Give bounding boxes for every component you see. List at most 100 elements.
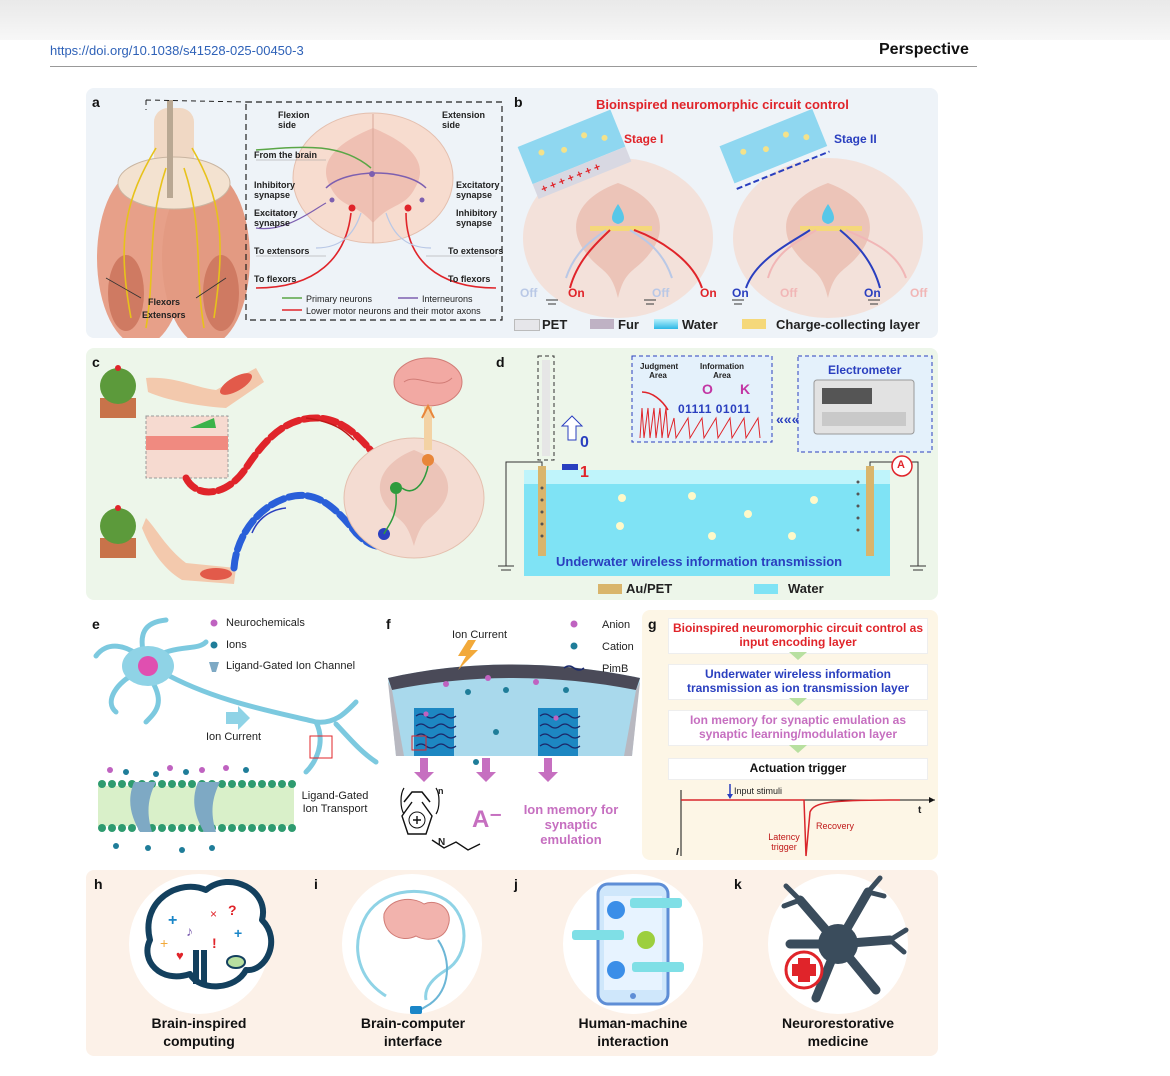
stage2-right-off: Off — [910, 286, 928, 300]
legend-lower-motor-neurons: Lower motor neurons and their motor axon… — [306, 306, 481, 316]
panel-b-title: Bioinspired neuromorphic circuit control — [596, 97, 849, 112]
excitatory-synapse-left-label: Excitatory synapse — [254, 208, 298, 228]
panel-b: b Bioinspired neuromorphic circuit contr… — [506, 88, 938, 338]
flexion-side-label: Flexion side — [278, 110, 310, 130]
anion-symbol: A⁻ — [472, 806, 502, 833]
panel-b-illustration: + + + + + + + — [517, 108, 923, 318]
panel-e-illustration — [93, 617, 379, 853]
panel-a-illustration — [97, 99, 503, 338]
inhibitory-synapse-right-label: Inhibitory synapse — [456, 208, 497, 228]
to-flexors-left-label: To flexors — [254, 274, 297, 284]
legend-water-d: Water — [788, 581, 824, 596]
from-brain-label: From the brain — [254, 150, 318, 160]
panel-g-label: g — [648, 616, 657, 632]
letter-o: O — [702, 381, 713, 397]
legend-primary-neurons: Primary neurons — [306, 294, 373, 304]
ligand-gated-transport-label: Ligand-Gated Ion Transport — [301, 790, 369, 815]
extensors-label: Extensors — [142, 310, 186, 320]
repeat-unit-n: n — [438, 786, 444, 796]
panel-i-label: i — [314, 876, 318, 892]
cactus-bottom — [100, 505, 136, 558]
ammeter-label: A — [897, 459, 905, 471]
legend-pet: PET — [542, 317, 568, 332]
panel-b-label: b — [514, 94, 523, 110]
legend-water-swatch-d — [754, 584, 778, 594]
flow-box-actuation-trigger: Actuation trigger — [668, 758, 928, 780]
legend-water-swatch — [654, 319, 678, 329]
to-extensors-right-label: To extensors — [448, 246, 504, 256]
legend-fur-swatch — [590, 319, 614, 329]
legend-aupet-swatch — [598, 584, 622, 594]
spinal-cord-cross-section — [292, 112, 454, 244]
panel-f-label: f — [386, 616, 391, 632]
panel-h-label: h — [94, 876, 103, 892]
flexors-label: Flexors — [148, 297, 181, 307]
panel-f-illustration — [388, 640, 640, 851]
nitrogen-label: N — [438, 837, 446, 848]
stage1-left-on: On — [568, 286, 585, 300]
legend-aupet: Au/PET — [626, 581, 673, 596]
panel-d: d ««« J — [492, 348, 938, 600]
panel-d-illustration: ««« — [498, 355, 933, 576]
panel-c-illustration — [100, 357, 485, 584]
panel-c-label: c — [92, 354, 100, 370]
panel-j-label: j — [514, 876, 518, 892]
judgment-area-label: Judgment Area — [640, 362, 679, 380]
section-title: Perspective — [879, 41, 969, 58]
legend-fur: Fur — [618, 317, 639, 332]
panel-a-label: a — [92, 94, 100, 110]
caption-brain-computer-interface: Brain-computer interface — [360, 1015, 466, 1049]
underwater-transmission-title: Underwater wireless information transmis… — [556, 554, 843, 569]
stage1-left-off: Off — [520, 286, 538, 300]
ion-memory-label: Ion memory for synaptic emulation — [523, 802, 619, 847]
legend-charge-collecting-layer: Charge-collecting layer — [776, 317, 920, 332]
electrometer-label: Electrometer — [828, 363, 902, 377]
bit-one-label: 1 — [580, 464, 589, 481]
leg-muscles-illustration — [97, 100, 250, 338]
stage2-right-on: On — [864, 286, 881, 300]
legend-interneurons: Interneurons — [422, 294, 473, 304]
ion-current-label-f: Ion Current — [452, 629, 508, 641]
panel-a: a — [86, 88, 506, 338]
stage-1-label: Stage I — [624, 132, 664, 146]
t-axis-label: t — [918, 805, 922, 816]
stage1-right-off: Off — [652, 286, 670, 300]
stage2-left-on: On — [732, 286, 749, 300]
latency-trigger-label: Latency trigger — [768, 832, 800, 852]
recovery-label: Recovery — [816, 821, 855, 831]
caption-human-machine-interaction: Human-machine interaction — [578, 1015, 688, 1049]
svg-text:«««: ««« — [776, 411, 800, 427]
legend-ligand-gated-channel: Ligand-Gated Ion Channel — [226, 660, 356, 672]
legend-neurochemicals: Neurochemicals — [226, 617, 305, 629]
information-area-label: Information Area — [700, 362, 744, 380]
doi-link[interactable]: https://doi.org/10.1038/s41528-025-00450… — [50, 43, 304, 58]
panel-d-label: d — [496, 354, 505, 370]
excitatory-synapse-right-label: Excitatory synapse — [456, 180, 500, 200]
to-extensors-left-label: To extensors — [254, 246, 310, 256]
legend-ccl-swatch — [742, 319, 766, 329]
legend-anion: Anion — [602, 619, 631, 631]
legend-water: Water — [682, 317, 718, 332]
i-axis-label: I — [676, 847, 679, 858]
caption-neurorestorative-medicine: Neurorestorative medicine — [781, 1015, 895, 1049]
panel-e: e Neurochemicals Ions Ligand-Gated Ion C… — [86, 612, 386, 862]
flow-box-ion-transmission: Underwater wireless information transmis… — [668, 664, 928, 700]
stage2-left-off: Off — [780, 286, 798, 300]
extension-side-label: Extension side — [442, 110, 486, 130]
panel-f-legend-glyphs — [563, 620, 585, 671]
legend-pimb: PimB — [602, 663, 629, 675]
to-flexors-right-label: To flexors — [448, 274, 491, 284]
bit-zero-label: 0 — [580, 434, 589, 451]
flow-box-synaptic-learning: Ion memory for synaptic emulation as syn… — [668, 710, 928, 746]
legend-ions: Ions — [226, 639, 247, 651]
cactus-top — [100, 365, 136, 418]
browser-top-bar — [0, 0, 1170, 40]
ion-current-label-e: Ion Current — [206, 731, 262, 743]
letter-k: K — [740, 381, 751, 397]
legend-cation: Cation — [602, 641, 634, 653]
panel-k-label: k — [734, 876, 742, 892]
stage-2-label: Stage II — [834, 132, 877, 146]
stage1-right-on: On — [700, 286, 717, 300]
membrane — [98, 765, 296, 853]
panel-e-label: e — [92, 616, 100, 632]
